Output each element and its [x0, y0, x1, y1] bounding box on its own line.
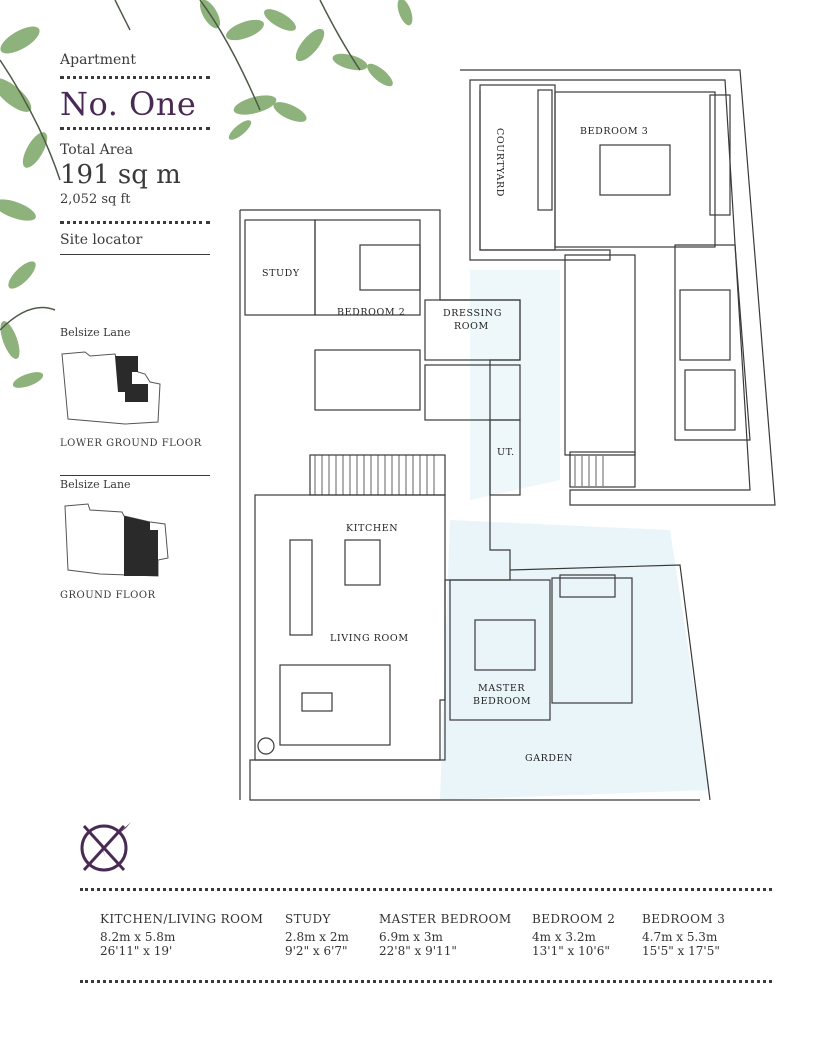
site-locator-map — [64, 503, 169, 577]
room-garden: GARDEN — [525, 753, 574, 764]
room-study: STUDY — [262, 268, 300, 279]
room-living: LIVING ROOM — [330, 633, 409, 644]
site-locator-label: Site locator — [60, 232, 143, 248]
dim-master-bedroom: MASTER BEDROOM 6.9m x 3m 22'8" x 9'11" — [379, 912, 512, 958]
dim-kitchen-living: KITCHEN/LIVING ROOM 8.2m x 5.8m 26'11" x… — [100, 912, 264, 958]
room-bedroom3: BEDROOM 3 — [580, 126, 649, 137]
divider — [60, 221, 210, 224]
dim-study: STUDY 2.8m x 2m 9'2" x 6'7" — [285, 912, 349, 958]
floor-plan — [239, 69, 776, 801]
compass-rose-icon — [80, 822, 131, 872]
rule — [60, 475, 210, 476]
info-panel: Apartment No. One Total Area 191 sq m 2,… — [60, 52, 210, 255]
site-locator-map — [61, 351, 161, 425]
divider — [80, 888, 772, 891]
locator1-floor: LOWER GROUND FLOOR — [60, 438, 202, 449]
rule — [60, 254, 210, 255]
room-master-2: BEDROOM — [473, 696, 532, 707]
divider — [60, 76, 210, 79]
apartment-label: Apartment — [60, 52, 136, 68]
area-sqft: 2,052 sq ft — [60, 192, 131, 207]
apartment-name: No. One — [60, 85, 197, 123]
room-kitchen: KITCHEN — [346, 523, 399, 534]
divider — [80, 980, 772, 983]
locator2-floor: GROUND FLOOR — [60, 590, 156, 601]
room-dressing: DRESSING — [443, 308, 503, 319]
area-sqm: 191 sq m — [60, 160, 181, 190]
divider — [60, 127, 210, 130]
room-bedroom2: BEDROOM 2 — [337, 307, 406, 318]
locator2-street: Belsize Lane — [60, 478, 131, 491]
room-utility: UT. — [497, 447, 515, 458]
room-master: MASTER — [478, 683, 526, 694]
dim-bedroom3: BEDROOM 3 4.7m x 5.3m 15'5" x 17'5" — [642, 912, 726, 958]
locator1-street: Belsize Lane — [60, 326, 131, 339]
total-area-label: Total Area — [60, 142, 134, 158]
dim-bedroom2: BEDROOM 2 4m x 3.2m 13'1" x 10'6" — [532, 912, 616, 958]
room-courtyard: COURTYARD — [494, 128, 505, 197]
leaves-decoration — [0, 0, 413, 388]
room-dressing-2: ROOM — [454, 321, 489, 332]
